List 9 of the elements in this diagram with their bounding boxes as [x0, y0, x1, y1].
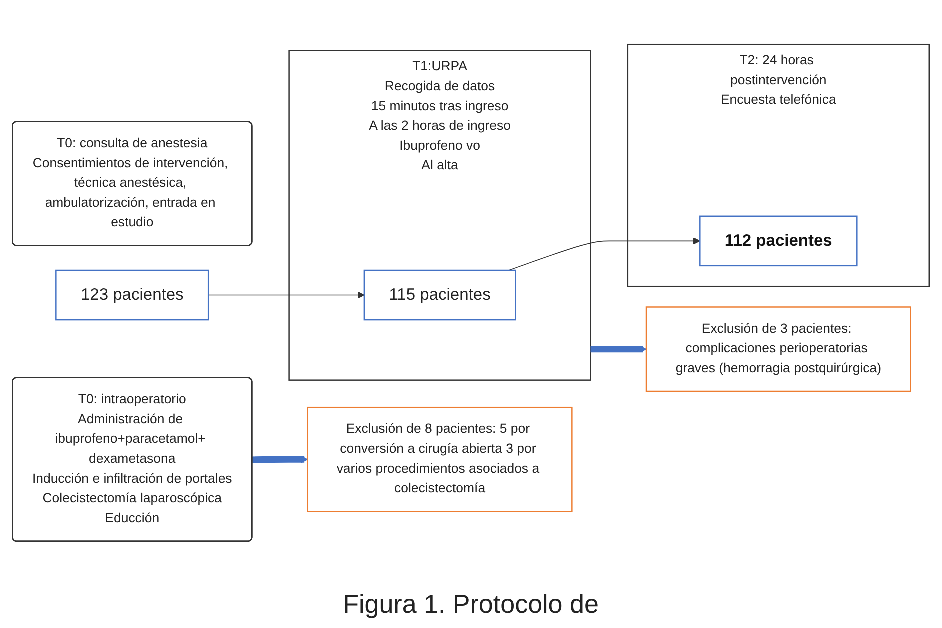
arrow — [252, 456, 308, 463]
figure-caption: Figura 1. Protocolo de — [343, 588, 599, 621]
node-box: 112 pacientes — [700, 215, 858, 266]
arrow — [590, 345, 647, 352]
node-box: 123 pacientes — [56, 269, 210, 320]
node-box: Exclusión de 8 pacientes: 5 por conversión a cirugía abierta 3 por varios procedimientos asociados a colecistectomía — [307, 406, 573, 512]
node-box: Exclusión de 3 pacientes: complicaciones perioperatorias graves (hemorragia postquirúrgica) — [646, 306, 912, 392]
node-box: 115 pacientes — [364, 269, 516, 320]
arrow — [208, 291, 365, 298]
